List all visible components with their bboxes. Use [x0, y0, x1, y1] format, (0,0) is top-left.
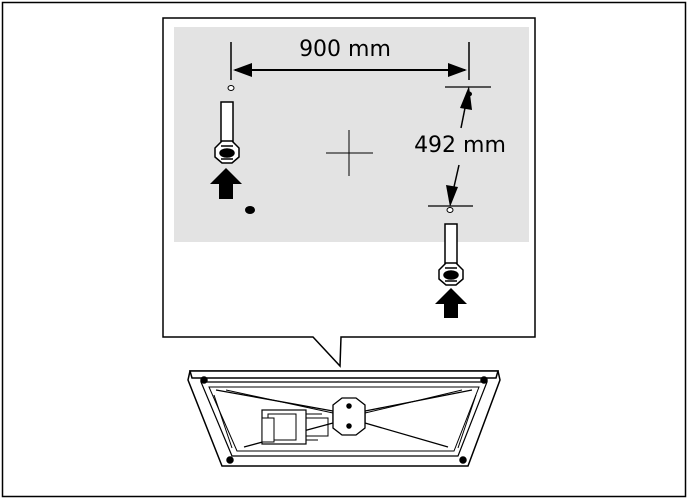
- hex-bolt-icon: [438, 223, 464, 286]
- appliance-underside: [187, 370, 501, 467]
- up-arrow-icon: [210, 168, 242, 199]
- drill-hole-marker: [245, 206, 255, 214]
- dimension-vertical: [428, 86, 491, 207]
- drill-hole-top-left: [227, 85, 235, 91]
- dimension-label-492: 492 mm: [414, 133, 506, 158]
- crosshair-icon: [326, 130, 373, 176]
- drill-hole-bottom-right: [446, 207, 454, 213]
- drill-hole-top-right: [466, 91, 472, 97]
- up-arrow-icon: [435, 288, 467, 318]
- dimension-label-900: 900 mm: [299, 37, 391, 62]
- dimension-horizontal: [230, 42, 470, 80]
- hex-bolt-icon: [214, 101, 240, 164]
